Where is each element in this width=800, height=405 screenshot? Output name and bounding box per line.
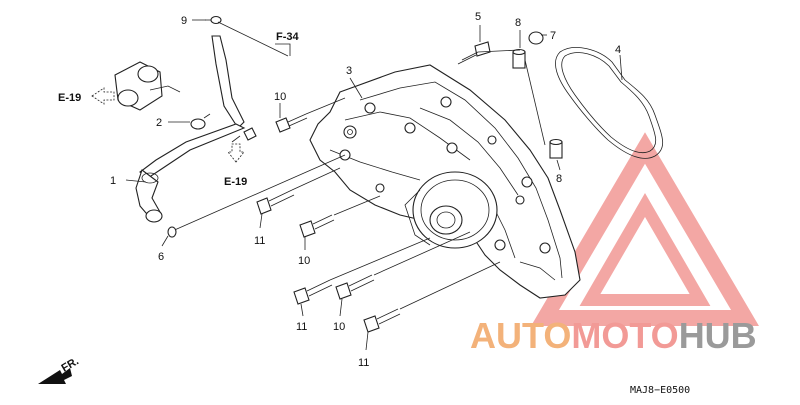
callout-11-bottom: 11 [358, 357, 369, 369]
o-ring-part-6 [167, 226, 177, 238]
dowel-pin-upper [512, 48, 526, 69]
callout-3: 3 [346, 65, 352, 77]
watermark-part-moto: MOTO [571, 315, 679, 356]
callout-1: 1 [110, 175, 116, 187]
pump-pulley [404, 171, 498, 249]
bolt-11-lower [293, 279, 333, 305]
sensor-fitting [114, 61, 181, 111]
callout-2: 2 [156, 117, 162, 129]
ref-e19-left: E-19 [58, 92, 81, 104]
callout-7: 7 [550, 30, 556, 42]
ref-f34: F-34 [276, 31, 300, 43]
diagram-code: MAJ8−E0500 [630, 385, 690, 396]
ref-e19-lower: E-19 [224, 176, 247, 188]
callout-8-upper: 8 [515, 17, 521, 29]
gasket [555, 47, 663, 159]
direction-label: FR. [60, 355, 81, 374]
bolt-11-left [256, 189, 295, 215]
bolt-10-upper [275, 113, 308, 133]
watermark-part-auto: AUTO [470, 315, 572, 356]
coolant-hose [135, 35, 246, 223]
bolt-11-bottom [363, 308, 401, 333]
e19-lower-arrow-icon [227, 143, 245, 163]
small-bolt-e19 [231, 127, 257, 143]
callout-8-lower: 8 [556, 173, 562, 185]
dowel-pin-lower [549, 138, 563, 159]
front-arrow-icon [38, 368, 72, 384]
o-ring [528, 31, 544, 45]
watermark-text: AUTOMOTOHUB [470, 318, 757, 354]
leader-lines [125, 19, 623, 351]
callout-10-upper: 10 [274, 91, 286, 103]
watermark-part-hub: HUB [678, 315, 757, 356]
watermark-logo [531, 132, 759, 326]
clamp-part-2 [190, 113, 211, 130]
callout-11-lower: 11 [296, 321, 307, 333]
bolt-part-5 [457, 41, 491, 65]
callout-6: 6 [158, 251, 164, 263]
callout-10-mid: 10 [298, 255, 310, 267]
callout-5: 5 [475, 11, 481, 23]
callout-4: 4 [615, 44, 621, 56]
callout-11-left: 11 [254, 235, 265, 247]
e19-left-arrow-icon [91, 87, 115, 105]
assembly-lines [169, 49, 546, 310]
bolt-10-lower [335, 274, 375, 300]
bolt-10-mid [299, 214, 335, 238]
callout-10-lower: 10 [333, 321, 345, 333]
callout-9: 9 [181, 15, 187, 27]
